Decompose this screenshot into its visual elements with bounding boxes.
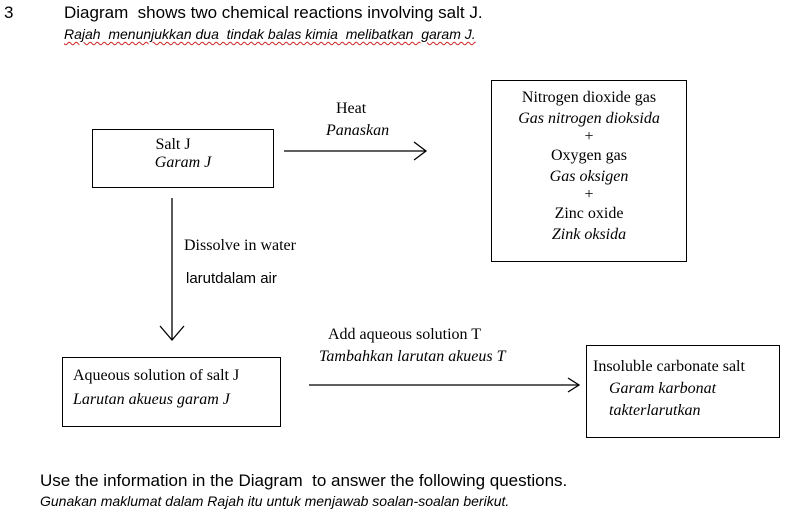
add-label-en: Add aqueous solution T [328,326,482,343]
product-nitrogen-dioxide-my: Gas nitrogen dioksida [518,110,660,127]
product-zinc-oxide-en: Zinc oxide [554,205,624,222]
dissolve-label-my: larutdalam air [186,270,277,287]
product-oxygen-my: Gas oksigen [549,168,629,185]
product-zinc-oxide-my: Zink oksida [551,226,627,243]
instruction-my: Gunakan maklumat dalam Rajah itu untuk m… [40,493,510,509]
plus-sign: + [584,128,594,145]
salt-j-label-en: Salt J [155,136,191,153]
product-oxygen-en: Oxygen gas [551,147,627,164]
carbonate-salt-box: Insoluble carbonate salt Garam karbonat … [586,345,780,438]
heat-label-my: Panaskan [326,122,390,139]
salt-j-box: Salt J Garam J [92,129,274,188]
carbonate-label-en: Insoluble carbonate salt [593,358,745,375]
question-number: 3 [4,3,14,22]
question-title-my: Rajah menunjukkan dua tindak balas kimia… [64,26,476,42]
add-label-my: Tambahkan larutan akueus T [319,348,506,365]
question-title-en: Diagram shows two chemical reactions inv… [64,3,483,22]
dissolve-arrow-head [159,325,185,341]
aqueous-solution-box: Aqueous solution of salt J Larutan akueu… [62,357,281,427]
salt-j-label-my: Garam J [154,154,212,171]
aqueous-label-my: Larutan akueus garam J [73,391,230,408]
add-arrow-head [567,377,581,393]
dissolve-label-en: Dissolve in water [184,237,296,254]
plus-sign: + [584,186,594,203]
carbonate-label-my-2: takterlarutkan [609,402,701,419]
aqueous-label-en: Aqueous solution of salt J [73,367,240,384]
carbonate-label-my-1: Garam karbonat [609,380,717,397]
heat-arrow-head [413,141,428,161]
product-nitrogen-dioxide-en: Nitrogen dioxide gas [521,89,657,106]
heat-label-en: Heat [336,100,367,117]
products-box: Nitrogen dioxide gas Gas nitrogen dioksi… [491,80,687,262]
instruction-en: Use the information in the Diagram to an… [40,471,568,490]
